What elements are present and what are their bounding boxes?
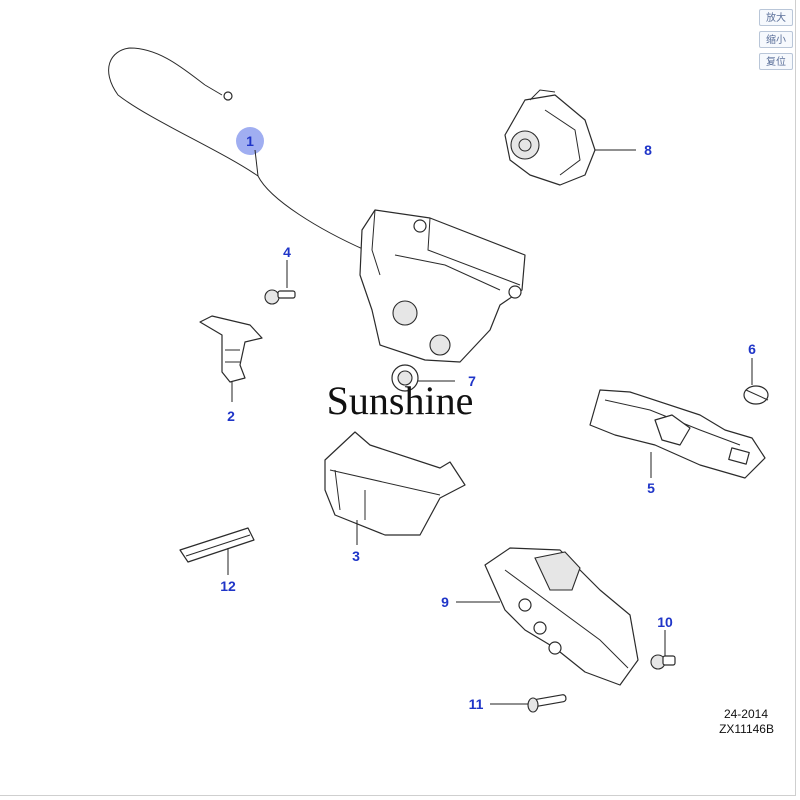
callout-2[interactable]: 2 xyxy=(227,408,235,424)
part-4-bolt[interactable] xyxy=(264,289,296,305)
part-12-seal-strip[interactable] xyxy=(179,527,255,563)
callout-4[interactable]: 4 xyxy=(283,244,291,260)
callout-1[interactable]: 1 xyxy=(246,133,254,149)
callout-7[interactable]: 7 xyxy=(468,373,476,389)
part-6-plug[interactable] xyxy=(743,385,769,405)
leader-lines xyxy=(227,149,753,705)
zoom-controls: 放大 缩小 复位 xyxy=(759,9,793,70)
callout-10[interactable]: 10 xyxy=(657,614,673,630)
footer-date-code: 24-2014 xyxy=(724,707,768,721)
part-2-bracket[interactable] xyxy=(199,315,263,383)
main-latch-assembly[interactable] xyxy=(359,209,526,363)
footer-drawing-id: ZX11146B xyxy=(719,722,774,736)
callout-9[interactable]: 9 xyxy=(441,594,449,610)
part-10-screw[interactable] xyxy=(650,654,676,670)
part-9-cover[interactable] xyxy=(484,547,639,686)
part-5-bracket-plate[interactable] xyxy=(589,389,766,479)
zoom-out-button[interactable]: 缩小 xyxy=(759,31,793,48)
callout-5[interactable]: 5 xyxy=(647,480,655,496)
zoom-in-button[interactable]: 放大 xyxy=(759,9,793,26)
part-7-grommet[interactable] xyxy=(391,364,419,392)
callout-8[interactable]: 8 xyxy=(644,142,652,158)
callout-11[interactable]: 11 xyxy=(469,696,484,712)
part-8-actuator[interactable] xyxy=(504,89,596,186)
callout-12[interactable]: 12 xyxy=(220,578,236,594)
part-3-bezel-housing[interactable] xyxy=(324,431,466,536)
callout-3[interactable]: 3 xyxy=(352,548,360,564)
part-11-pin[interactable] xyxy=(527,694,567,713)
callout-6[interactable]: 6 xyxy=(748,341,756,357)
callout-1-highlight xyxy=(236,127,264,155)
callout-labels: 1 2 3 4 5 6 7 8 9 10 11 12 xyxy=(220,133,756,712)
reset-button[interactable]: 复位 xyxy=(759,53,793,70)
part-1-cable[interactable] xyxy=(108,47,366,251)
leader-1 xyxy=(254,149,259,177)
watermark-text: Sunshine xyxy=(327,378,474,423)
